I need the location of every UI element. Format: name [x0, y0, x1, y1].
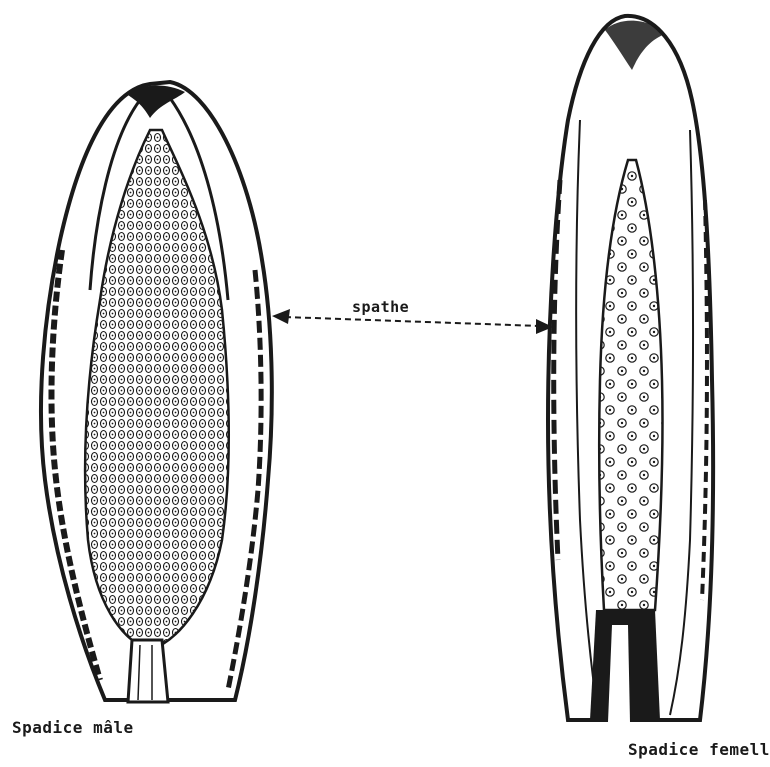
spathe-pointer: [272, 309, 553, 334]
spathe-arrowhead-left: [272, 309, 290, 324]
male-spadix-label: Spadice mâle: [12, 718, 134, 737]
female-spadix: [548, 16, 713, 722]
female-spadix-label: Spadice femelle: [628, 740, 770, 759]
male-spadix: [41, 82, 272, 702]
spathe-label: spathe: [352, 298, 409, 316]
male-stalk: [128, 640, 168, 702]
